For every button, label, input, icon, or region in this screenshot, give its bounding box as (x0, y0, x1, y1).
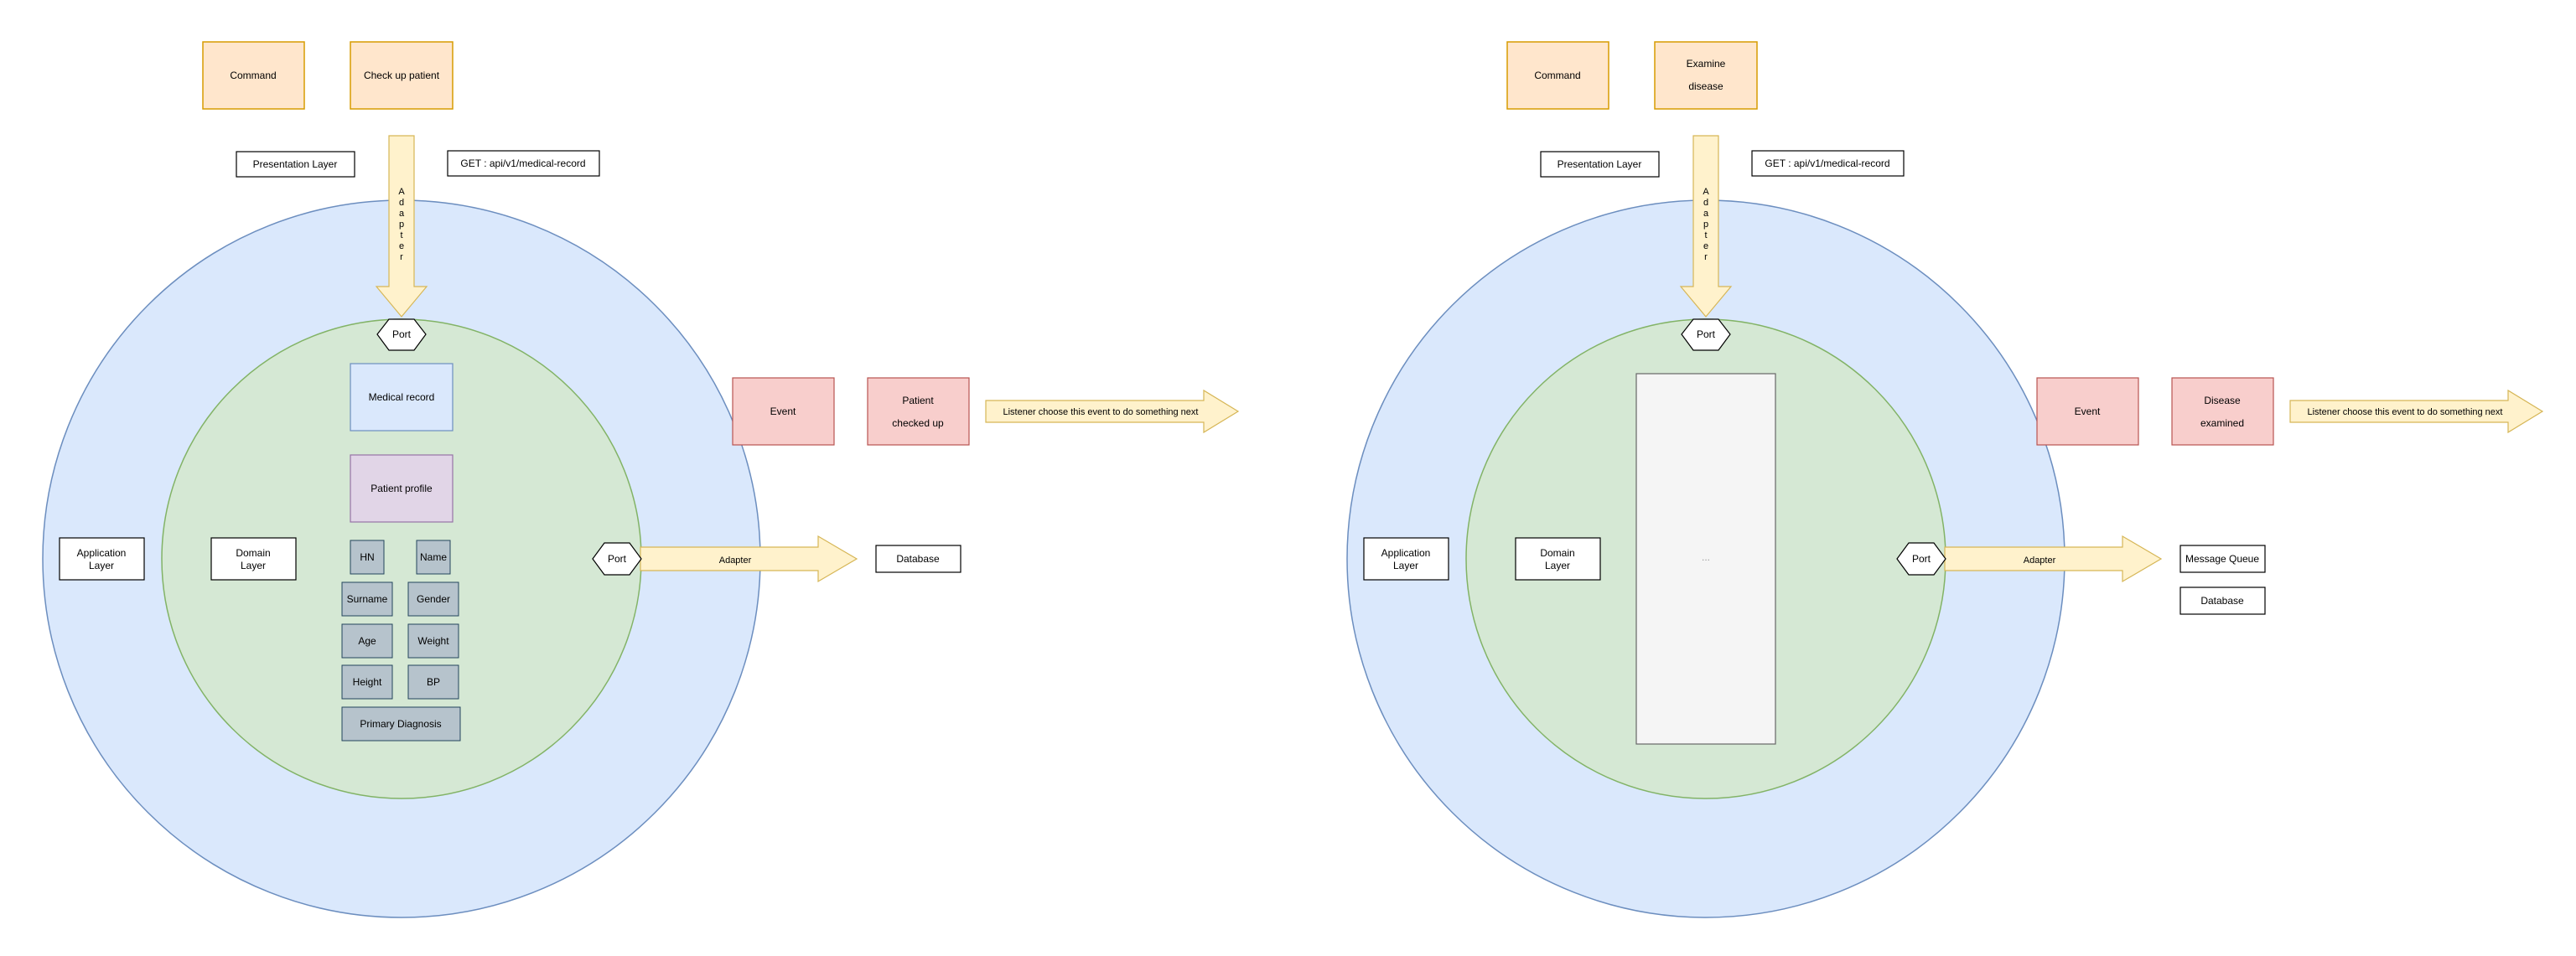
application-layer-label-1: Application (77, 547, 127, 559)
field-surname-label: Surname (347, 593, 388, 605)
right-diagram: Command Examine disease Presentation Lay… (1346, 41, 2544, 918)
horizontal-adapter-arrow (1944, 535, 2163, 583)
application-layer-label-1: Application (1381, 547, 1431, 559)
application-layer-label-2: Layer (89, 560, 114, 571)
presentation-layer-label: Presentation Layer (253, 158, 338, 170)
listener-label: Listener choose this event to do somethi… (1003, 407, 1199, 417)
domain-layer-label-2: Layer (1545, 560, 1570, 571)
listener-arrow (985, 389, 1240, 434)
event-name-label-2: checked up (892, 417, 944, 429)
event-name-label-1: Patient (902, 395, 934, 406)
horizontal-adapter-label: Adapter (719, 556, 752, 566)
action-label: Check up patient (364, 70, 440, 81)
medical-record-box (350, 363, 454, 431)
field-surname (341, 581, 393, 617)
field-primary-diagnosis (341, 706, 461, 742)
domain-layer-label-1: Domain (1540, 547, 1574, 559)
horizontal-adapter-label: Adapter (2024, 556, 2056, 566)
listener-arrow (2289, 389, 2544, 434)
action-box (350, 41, 454, 110)
field-age (341, 623, 393, 659)
database-label: Database (896, 553, 940, 565)
field-weight (407, 623, 459, 659)
event-box (732, 377, 835, 446)
action-box (1654, 41, 1758, 110)
field-primary-diagnosis-label: Primary Diagnosis (360, 718, 441, 730)
field-weight-label: Weight (417, 635, 449, 647)
port-top-label: Port (1697, 328, 1716, 340)
port-right-hexagon (592, 542, 642, 576)
database-label: Database (2200, 595, 2244, 607)
action-label-1: Examine (1687, 58, 1726, 70)
database-box (875, 545, 961, 573)
event-name-box (2171, 377, 2274, 446)
domain-layer-label-2: Layer (241, 560, 266, 571)
presentation-layer-box (236, 151, 355, 178)
message-queue-box (2179, 545, 2266, 573)
field-hn (350, 540, 385, 575)
endpoint-box (447, 150, 600, 177)
field-name (416, 540, 451, 575)
presentation-layer-box (1540, 151, 1660, 178)
event-label: Event (770, 406, 796, 417)
field-gender (407, 581, 459, 617)
field-gender-label: Gender (417, 593, 450, 605)
application-layer-box (59, 537, 145, 581)
action-label-2: disease (1688, 80, 1723, 92)
field-name-label: Name (420, 551, 447, 563)
field-height (341, 664, 393, 700)
application-layer-box (1363, 537, 1449, 581)
command-label: Command (1534, 70, 1580, 81)
horizontal-adapter-arrow (640, 535, 858, 583)
port-right-label: Port (608, 553, 627, 565)
endpoint-box (1751, 150, 1905, 177)
domain-layer-box (210, 537, 297, 581)
port-top-label: Port (392, 328, 412, 340)
field-height-label: Height (353, 676, 382, 688)
field-age-label: Age (358, 635, 376, 647)
placeholder-box (1635, 373, 1776, 745)
event-label: Event (2075, 406, 2101, 417)
medical-record-label: Medical record (369, 391, 435, 403)
patient-profile-label: Patient profile (371, 483, 433, 494)
field-hn-label: HN (360, 551, 374, 563)
command-label: Command (230, 70, 276, 81)
database-box (2179, 587, 2266, 615)
application-layer-label-2: Layer (1393, 560, 1418, 571)
port-top-hexagon (376, 318, 427, 351)
domain-layer-label-1: Domain (236, 547, 270, 559)
endpoint-label: GET : api/v1/medical-record (460, 158, 585, 169)
vertical-adapter-arrow (1679, 135, 1733, 318)
field-bp-label: BP (427, 676, 440, 688)
listener-label: Listener choose this event to do somethi… (2308, 407, 2503, 417)
endpoint-label: GET : api/v1/medical-record (1765, 158, 1889, 169)
field-bp (407, 664, 459, 700)
port-right-label: Port (1912, 553, 1931, 565)
event-name-label-1: Disease (2204, 395, 2241, 406)
command-box (1506, 41, 1609, 110)
domain-layer-box (1515, 537, 1601, 581)
event-name-box (867, 377, 970, 446)
port-right-hexagon (1896, 542, 1946, 576)
placeholder-label: ... (1702, 551, 1710, 563)
presentation-layer-label: Presentation Layer (1558, 158, 1642, 170)
port-top-hexagon (1681, 318, 1731, 351)
event-box (2036, 377, 2139, 446)
event-name-label-2: examined (2200, 417, 2244, 429)
message-queue-label: Message Queue (2185, 553, 2259, 565)
vertical-adapter-arrow (375, 135, 428, 318)
command-box (202, 41, 305, 110)
left-diagram: Command Check up patient Presentation La… (42, 41, 1240, 918)
patient-profile-box (350, 454, 454, 523)
